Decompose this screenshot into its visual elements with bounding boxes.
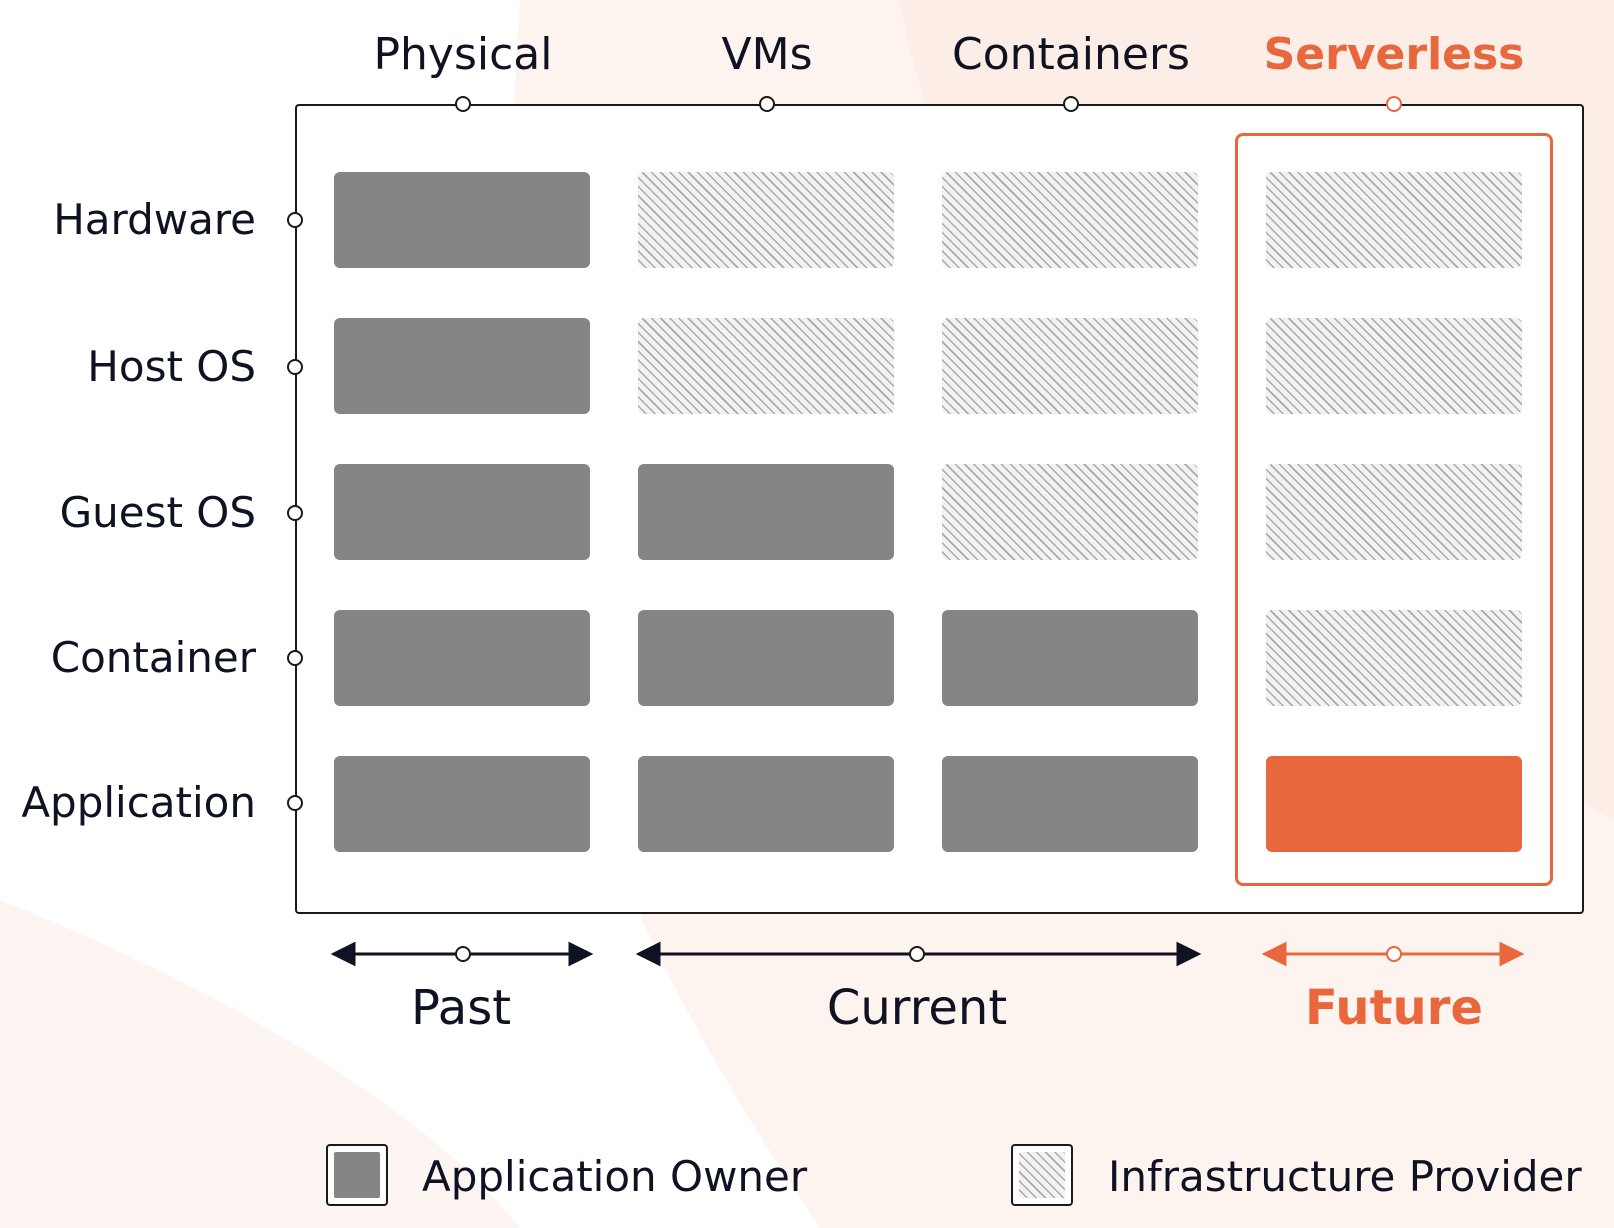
future-marker [1386, 946, 1402, 962]
cell-guest-os-containers [942, 464, 1198, 560]
cell-host-os-containers [942, 318, 1198, 414]
current-marker [909, 946, 925, 962]
cell-container-physical [334, 610, 590, 706]
cell-application-vms [638, 756, 894, 852]
cell-application-containers [942, 756, 1198, 852]
row-label-host-os: Host OS [87, 342, 256, 391]
cell-host-os-serverless [1266, 318, 1522, 414]
row-marker-hardware [287, 212, 303, 228]
cell-hardware-physical [334, 172, 590, 268]
row-label-application: Application [21, 778, 256, 827]
cell-hardware-serverless [1266, 172, 1522, 268]
column-title-containers: Containers [952, 29, 1190, 80]
legend-swatch-provider [1011, 1144, 1073, 1206]
era-label-current: Current [826, 980, 1008, 1036]
cell-host-os-physical [334, 318, 590, 414]
legend-swatch-owner [326, 1144, 388, 1206]
cell-guest-os-serverless [1266, 464, 1522, 560]
cell-guest-os-vms [638, 464, 894, 560]
cell-application-serverless [1266, 756, 1522, 852]
legend-label-provider: Infrastructure Provider [1108, 1152, 1582, 1201]
column-title-physical: Physical [373, 29, 553, 80]
row-marker-guest-os [287, 505, 303, 521]
legend-label-owner: Application Owner [422, 1152, 808, 1201]
row-marker-host-os [287, 359, 303, 375]
row-marker-container [287, 650, 303, 666]
cell-hardware-containers [942, 172, 1198, 268]
row-label-hardware: Hardware [53, 195, 256, 244]
serverless-highlight-box [1235, 133, 1553, 886]
cell-hardware-vms [638, 172, 894, 268]
row-label-guest-os: Guest OS [59, 488, 256, 537]
cell-guest-os-physical [334, 464, 590, 560]
column-title-serverless: Serverless [1263, 29, 1525, 80]
column-title-vms: VMs [721, 29, 813, 80]
cell-container-containers [942, 610, 1198, 706]
cell-container-serverless [1266, 610, 1522, 706]
era-label-future: Future [1305, 980, 1483, 1036]
cell-application-physical [334, 756, 590, 852]
column-marker-serverless [1386, 96, 1402, 112]
row-label-container: Container [50, 633, 256, 682]
column-marker-physical [455, 96, 471, 112]
past-marker [455, 946, 471, 962]
era-label-past: Past [410, 980, 512, 1036]
column-marker-containers [1063, 96, 1079, 112]
cell-host-os-vms [638, 318, 894, 414]
row-marker-application [287, 795, 303, 811]
cell-container-vms [638, 610, 894, 706]
column-marker-vms [759, 96, 775, 112]
